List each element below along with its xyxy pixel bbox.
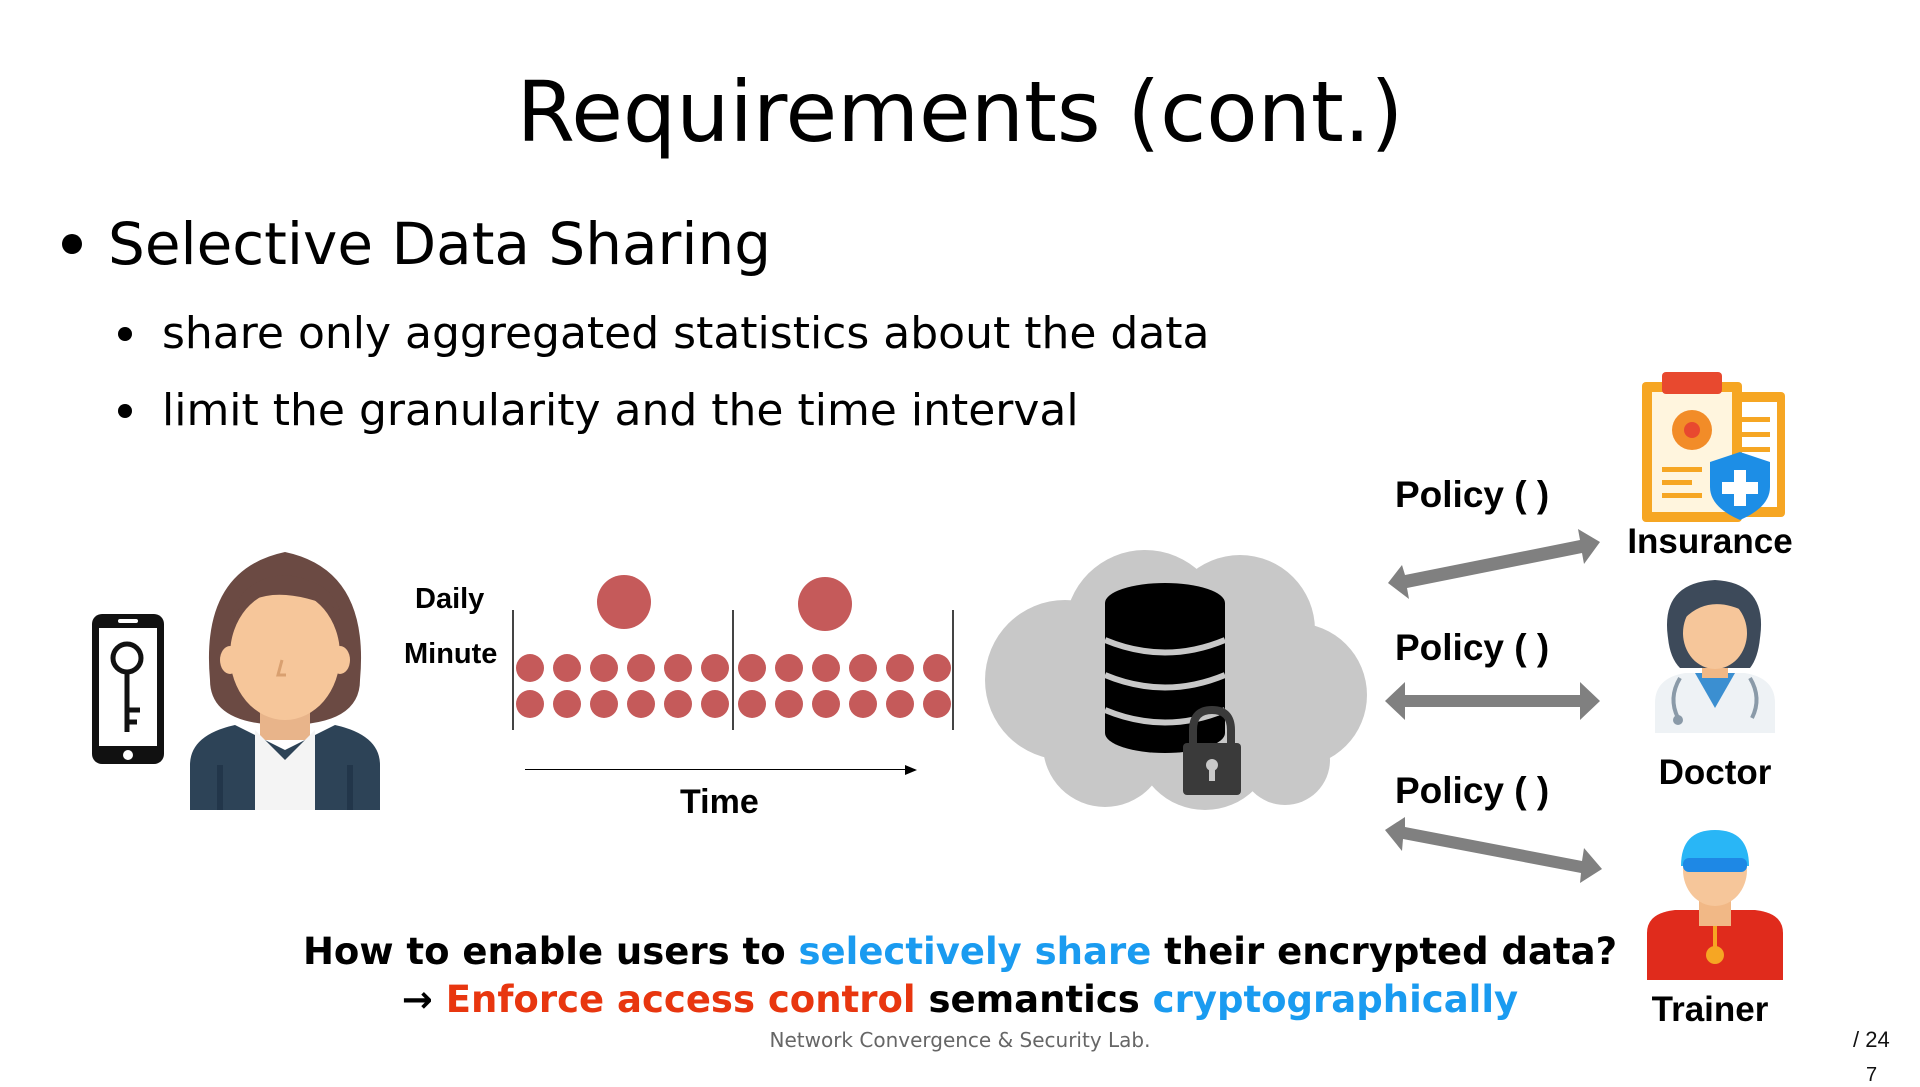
minute-dot: [664, 690, 692, 718]
phone-key-icon: [92, 614, 164, 764]
minute-dot: [553, 654, 581, 682]
sub-bullet-1-text: share only aggregated statistics about t…: [162, 308, 1210, 359]
doctor-icon: [1655, 580, 1775, 733]
minute-dot: [886, 690, 914, 718]
minute-dot: [812, 654, 840, 682]
bullet-main: Selective Data Sharing: [62, 210, 771, 278]
minute-dot: [664, 654, 692, 682]
daily-dot: [798, 577, 852, 631]
answer-highlight-access-control: Enforce access control: [445, 978, 916, 1021]
minute-dot: [553, 690, 581, 718]
database-icon: [1103, 583, 1227, 753]
minute-dot: [516, 654, 544, 682]
minute-dot: [516, 690, 544, 718]
question-line-2: → Enforce access control semantics crypt…: [0, 978, 1920, 1021]
role-insurance: Insurance: [1627, 522, 1793, 561]
daily-label: Daily: [415, 583, 485, 615]
question-text-a: How to enable users to: [302, 930, 799, 973]
policy-label-trainer: Policy ( ): [1395, 770, 1550, 811]
page-total: / 24: [1853, 1027, 1890, 1052]
role-trainer: Trainer: [1651, 990, 1769, 1029]
minute-dot: [738, 690, 766, 718]
minute-dot: [627, 690, 655, 718]
question-text-c: their encrypted data?: [1151, 930, 1618, 973]
bullet-main-text: Selective Data Sharing: [108, 210, 772, 278]
policy-label-insurance: Policy ( ): [1395, 474, 1550, 515]
trainer-icon: [1647, 830, 1783, 980]
minute-dot: [849, 654, 877, 682]
policy-arrows: [1385, 529, 1602, 883]
minute-dots: [516, 654, 951, 718]
minute-dot: [775, 690, 803, 718]
double-arrow-icon: [1385, 682, 1600, 720]
minute-dot: [923, 654, 951, 682]
role-doctor: Doctor: [1658, 753, 1772, 792]
minute-dot: [886, 654, 914, 682]
page-number: 7: [1866, 1064, 1878, 1086]
cloud-database-icon: [985, 550, 1367, 810]
time-label: Time: [680, 783, 759, 821]
minute-dot: [627, 654, 655, 682]
daily-dot: [597, 575, 651, 629]
answer-arrow: →: [401, 978, 446, 1021]
minute-dot: [701, 690, 729, 718]
sub-bullet-1: share only aggregated statistics about t…: [118, 308, 1210, 359]
minute-dot: [849, 690, 877, 718]
minute-dot: [590, 654, 618, 682]
sub-bullet-2: limit the granularity and the time inter…: [118, 385, 1079, 436]
minute-dot: [923, 690, 951, 718]
minute-label: Minute: [404, 638, 498, 670]
sub-bullet-2-text: limit the granularity and the time inter…: [162, 385, 1079, 436]
bullet-dot: [62, 234, 82, 254]
minute-dot: [590, 690, 618, 718]
answer-highlight-cryptographically: cryptographically: [1152, 978, 1519, 1021]
double-arrow-icon: [1385, 817, 1602, 883]
granularity-timeline: [512, 575, 954, 770]
policy-label-doctor: Policy ( ): [1395, 627, 1550, 668]
minute-dot: [701, 654, 729, 682]
bullet-dot: [118, 403, 132, 418]
minute-dot: [812, 690, 840, 718]
question-line-1: How to enable users to selectively share…: [0, 930, 1920, 973]
insurance-clipboard-icon: [1642, 372, 1785, 522]
question-highlight-selectively-share: selectively share: [798, 930, 1152, 973]
user-woman-icon: [190, 552, 380, 810]
time-arrowhead-icon: [905, 765, 917, 775]
answer-text-semantics: semantics: [915, 978, 1153, 1021]
bullet-dot: [118, 326, 132, 341]
lock-icon: [1183, 705, 1241, 795]
slide-title: Requirements (cont.): [516, 63, 1404, 161]
footer-lab-name: Network Convergence & Security Lab.: [769, 1028, 1151, 1052]
minute-dot: [775, 654, 803, 682]
minute-dot: [738, 654, 766, 682]
double-arrow-icon: [1388, 529, 1600, 599]
